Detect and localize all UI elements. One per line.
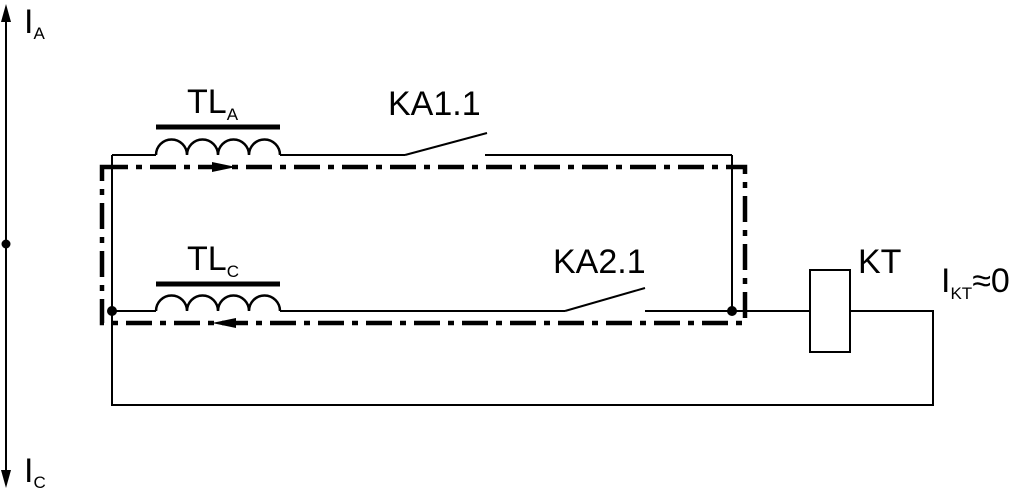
junction-right-dot — [727, 306, 737, 316]
label-ka2: KA2.1 — [553, 243, 646, 281]
arrow-down-icon — [1, 470, 11, 488]
arrow-up-icon — [1, 4, 11, 22]
return-wire — [111, 310, 934, 406]
label-transformer-a: TLA — [187, 83, 239, 124]
label-ka1: KA1.1 — [388, 85, 481, 123]
coil-a-icon — [154, 138, 282, 156]
arrow-left-icon — [212, 318, 236, 328]
contact-ka2-blade — [564, 287, 646, 312]
branch-phase-c — [112, 281, 810, 312]
coil-c-icon — [154, 294, 282, 312]
current-path-loop — [99, 164, 748, 326]
label-relay-current: IKT≈0 — [941, 262, 1010, 303]
current-axis — [1, 4, 11, 488]
branch-phase-a — [111, 124, 733, 311]
axis-junction-dot — [1, 239, 11, 249]
label-kt: KT — [858, 243, 901, 281]
label-current-bottom: IC — [24, 452, 46, 491]
arrow-right-icon — [212, 162, 236, 172]
label-current-top: IA — [24, 3, 45, 43]
contact-ka1-blade — [404, 132, 488, 156]
relay-kt-box — [809, 269, 851, 353]
label-transformer-c: TLC — [187, 240, 239, 281]
